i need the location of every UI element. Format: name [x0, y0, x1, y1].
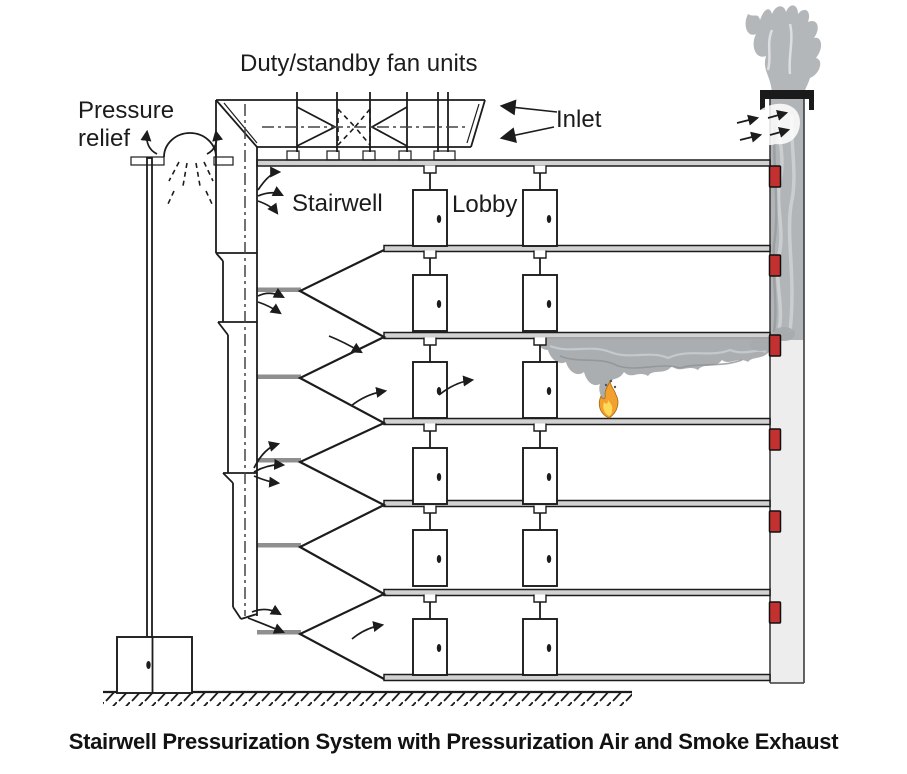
- smoke-damper: [768, 428, 782, 451]
- fire-smoke-cloud: [537, 327, 795, 404]
- roof-slab: [256, 159, 771, 167]
- flame-icon: [598, 379, 619, 419]
- stairwell-door: [412, 164, 448, 247]
- supply-duct: [215, 99, 258, 620]
- pressurization-airflow-arrows: [247, 166, 475, 640]
- lobby-door: [522, 504, 558, 587]
- stairwell-door: [412, 422, 448, 505]
- smoke-damper: [768, 254, 782, 277]
- fan-units-label: Duty/standby fan units: [240, 50, 478, 77]
- smoke-damper: [768, 601, 782, 624]
- fan-feet: [286, 150, 456, 161]
- half-landing: [257, 374, 301, 379]
- stairwell-label: Stairwell: [292, 190, 383, 217]
- stairwell-door: [412, 336, 448, 419]
- lobby-door: [522, 593, 558, 676]
- exhaust-flow-arrows: [736, 103, 800, 146]
- smoke-plume-icon: [745, 5, 822, 93]
- exhaust-cowl: [760, 90, 814, 110]
- parapet-ledge: [130, 156, 165, 166]
- floor-slabs: [383, 244, 771, 682]
- ground-exit-door: [116, 636, 193, 694]
- stairwell-door: [412, 249, 448, 332]
- lobby-door: [522, 164, 558, 247]
- fan-frame-posts: [296, 92, 449, 152]
- stairwell-door: [412, 504, 448, 587]
- smoke-damper: [768, 510, 782, 533]
- lobby-label: Lobby: [452, 191, 518, 218]
- stairwell-pressurization-diagram: [103, 5, 822, 706]
- inlet-label: Inlet: [556, 106, 602, 133]
- half-landing: [257, 287, 301, 292]
- half-landing: [257, 458, 301, 463]
- lobby-door: [522, 249, 558, 332]
- pressure-relief-label: Pressure relief: [78, 97, 175, 152]
- inlet-arrows: [499, 99, 558, 144]
- relief-air-arrow: [140, 129, 158, 155]
- parapet-ledge: [213, 156, 234, 166]
- lobby-door: [522, 422, 558, 505]
- fan-unit: [216, 92, 558, 161]
- smoke-damper: [768, 165, 782, 188]
- half-landing: [257, 543, 301, 548]
- figure-caption: Stairwell Pressurization System with Pre…: [68, 729, 839, 754]
- ground-hatching: [103, 693, 632, 706]
- left-wall: [146, 157, 153, 638]
- stairwell-stairs: [257, 249, 387, 680]
- smoke-damper-open: [768, 334, 782, 357]
- stairwell-door: [412, 593, 448, 676]
